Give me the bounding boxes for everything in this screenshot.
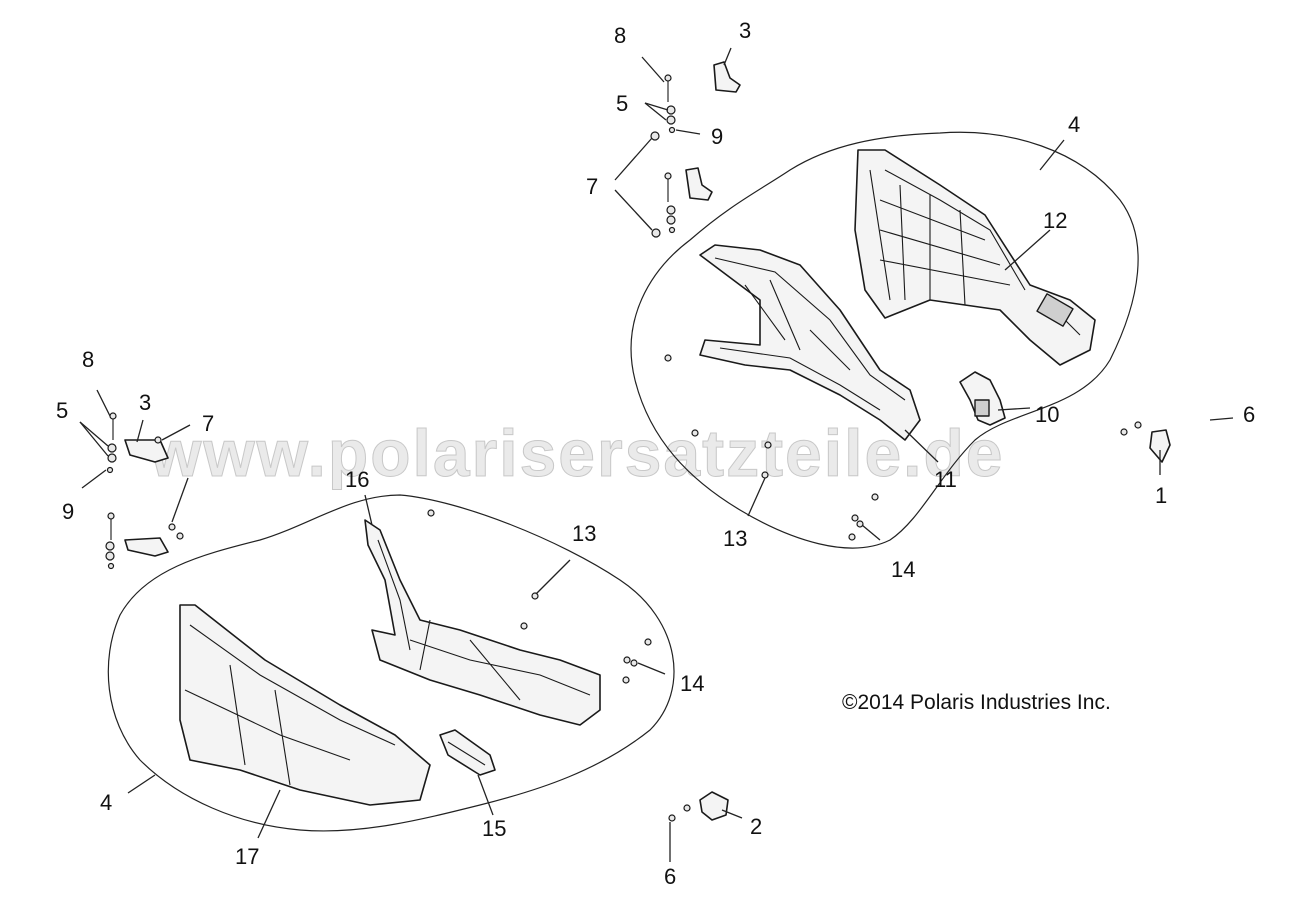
callout-top-5: 5 bbox=[616, 91, 628, 116]
left-latch-part-15 bbox=[439, 729, 496, 776]
left-door-group-outline bbox=[107, 494, 675, 832]
right-door-frame-part-11 bbox=[699, 244, 921, 441]
callout-left-8: 8 bbox=[82, 347, 94, 372]
callout-top-8: 8 bbox=[614, 23, 626, 48]
right-door-panel-part-12 bbox=[854, 149, 1096, 366]
callout-right-10: 10 bbox=[1035, 402, 1059, 427]
right-hinge-part-1 bbox=[1120, 421, 1171, 463]
callout-right-12: 12 bbox=[1043, 208, 1067, 233]
top-hinge-hardware bbox=[650, 61, 741, 238]
left-door-frame-part-16 bbox=[364, 519, 601, 726]
callout-right-1: 1 bbox=[1155, 483, 1167, 508]
right-fasteners bbox=[664, 354, 879, 541]
callout-left-16: 16 bbox=[345, 467, 369, 492]
callout-left-5: 5 bbox=[56, 398, 68, 423]
right-door-group-outline bbox=[630, 131, 1139, 549]
callout-right-14: 14 bbox=[891, 557, 915, 582]
callout-bottom-6: 6 bbox=[664, 864, 676, 889]
callout-left-4: 4 bbox=[100, 790, 112, 815]
callout-right-11: 11 bbox=[934, 467, 957, 492]
callout-top-3: 3 bbox=[739, 18, 751, 43]
watermark-text: www.polarisersatzteile.de bbox=[149, 416, 1005, 490]
callout-bottom-2: 2 bbox=[750, 814, 762, 839]
callout-right-6: 6 bbox=[1243, 402, 1255, 427]
callout-left-17: 17 bbox=[235, 844, 259, 869]
bottom-hinge-part-2 bbox=[668, 791, 729, 822]
callout-left-9: 9 bbox=[62, 499, 74, 524]
callout-top-9: 9 bbox=[711, 124, 723, 149]
leader-lines bbox=[79, 47, 1234, 862]
callout-left-14: 14 bbox=[680, 671, 704, 696]
right-latch-part-10 bbox=[959, 371, 1006, 426]
left-hinge-hardware bbox=[105, 412, 184, 570]
callout-right-4: 4 bbox=[1068, 112, 1080, 137]
left-fasteners bbox=[427, 509, 652, 684]
copyright-notice: ©2014 Polaris Industries Inc. bbox=[842, 691, 1111, 714]
callout-right-13: 13 bbox=[723, 526, 747, 551]
callout-top-7: 7 bbox=[586, 174, 598, 199]
callout-left-3: 3 bbox=[139, 390, 151, 415]
callout-left-7: 7 bbox=[202, 411, 214, 436]
callout-left-13: 13 bbox=[572, 521, 596, 546]
callout-left-15: 15 bbox=[482, 816, 506, 841]
left-door-panel-part-17 bbox=[179, 604, 431, 806]
